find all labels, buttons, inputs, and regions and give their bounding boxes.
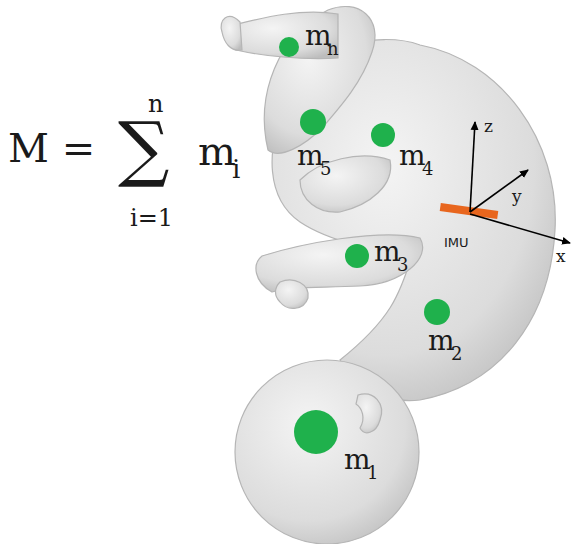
sum-lower-limit: i=1 [130, 206, 173, 230]
mass-subscript: n [327, 40, 339, 58]
mass-subscript: 5 [320, 160, 331, 178]
sum-symbol: ∑ [118, 112, 169, 184]
axis-label: y [512, 188, 522, 205]
mass-label: m [374, 238, 401, 266]
mass-label: m [344, 446, 371, 474]
mass-subscript: 3 [397, 256, 408, 274]
mass-subscript: 2 [451, 345, 462, 363]
axis-label: z [484, 118, 493, 135]
mass-label: m [297, 142, 324, 170]
axis-label: x [556, 248, 566, 265]
formula-text: m [198, 131, 236, 171]
mass-subscript: 4 [422, 160, 433, 178]
formula-text: M = [8, 128, 95, 168]
formula-subscript: i [232, 156, 240, 182]
sum-upper-limit: n [148, 92, 163, 116]
mass-label: m [399, 142, 426, 170]
mass-subscript: 1 [367, 464, 378, 482]
sensor-label: IMU [444, 236, 469, 249]
mass-label: m [428, 327, 455, 355]
